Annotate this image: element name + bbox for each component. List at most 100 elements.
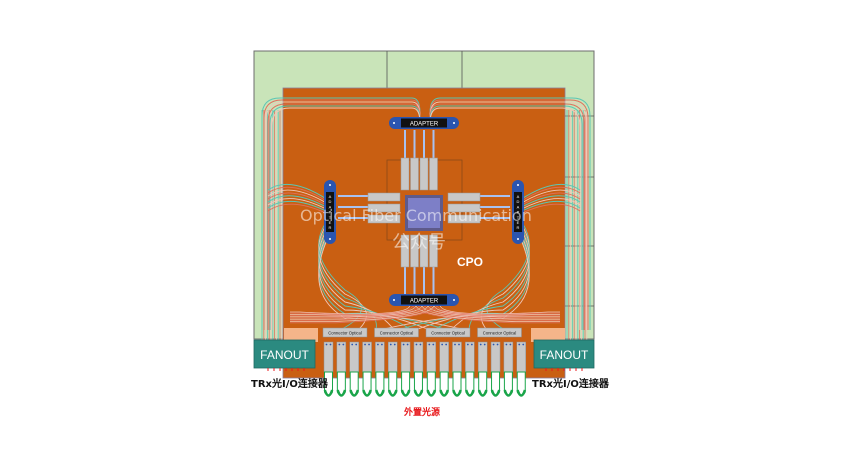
laser-module-body [413,341,424,373]
laser-indicator [428,343,431,346]
optical-engine [447,214,481,224]
fiber-route [436,304,560,315]
optical-engine [419,234,429,268]
laser-plug-tip [426,389,437,397]
laser-indicator [338,343,341,346]
laser-indicator [432,343,435,346]
laser-indicator [377,343,379,346]
laser-indicator [492,343,495,346]
fiber-route [265,101,421,330]
cpo-label: CPO [457,255,484,269]
laser-module [503,341,514,397]
laser-module [349,341,360,397]
laser-indicator [470,343,473,346]
laser-module [477,341,488,397]
connector-label: Connector Optical [431,331,465,336]
laser-indicator [389,343,392,346]
laser-indicator [509,343,512,346]
fiber-route [263,99,421,330]
optical-engine [419,157,429,191]
fanout-left: FANOUT [253,339,316,369]
fiber-lead [338,195,368,197]
laser-module [439,341,450,397]
laser-indicator [522,343,525,346]
laser-plug-tip [516,389,527,397]
fiber-route [519,195,581,209]
laser-indicator [479,343,482,346]
external-light-source-label: 外置光源 [404,408,441,418]
adapter-letter: A [329,204,332,209]
connector-optical: Connector Optical [425,327,471,338]
laser-module [452,341,462,397]
laser-module [426,341,437,397]
optical-engine [400,234,410,268]
laser-plug-tip [400,389,411,397]
laser-module-body [465,341,475,373]
optical-engine [367,192,401,202]
fiber-lead [423,265,425,295]
laser-indicator [329,343,332,346]
fiber-route [267,183,329,201]
laser-indicator [325,343,328,346]
fanout-left-label: FANOUT [260,348,309,362]
fiber-route [429,99,589,330]
laser-plug-tip [349,389,360,397]
adapter-letter: A [329,194,332,199]
laser-plug-tip [490,389,501,397]
optical-engine [367,203,401,213]
laser-indicator [445,343,448,346]
optical-engine [447,203,481,213]
laser-indicator [364,343,366,346]
laser-indicator [406,343,409,346]
connector-header [477,327,522,338]
fiber-route [290,304,414,315]
adapter-bottom: ADAPTER [389,294,459,306]
fiber-route [415,304,560,322]
fiber-route [429,101,587,330]
laser-indicator [441,343,444,346]
optical-connectors: Connector Optical Connector Optical Connec… [322,327,522,338]
laser-indicator [342,343,345,346]
laser-plug-tip [413,389,424,397]
laser-module [464,341,475,397]
fiber-lead [432,265,435,295]
fiber-route [267,203,329,215]
optical-engine [367,214,401,224]
fiber-lead [413,130,416,160]
laser-indicator [415,343,418,346]
fiber-route [261,97,421,330]
laser-module-body [503,341,514,373]
adapter-letter: T [329,215,332,220]
connector-optical: Connector Optical [477,327,522,338]
laser-module-body [323,341,334,373]
laser-module-body [336,341,347,373]
adapter-letter: R [517,225,520,230]
laser-plug-tip [375,389,385,397]
optical-engine [410,234,419,268]
laser-module-body [388,341,398,373]
laser-indicator [368,343,370,346]
fiber-route [290,304,438,324]
laser-module [490,341,501,397]
fiber-route [519,183,581,201]
fiber-lead [404,130,406,160]
connector-header [322,327,368,338]
laser-module [387,341,398,397]
fiber-lead [413,265,416,295]
fiber-lead [480,195,510,197]
fiber-route [290,304,432,321]
fiber-route [267,195,329,209]
adapter-screw [453,122,455,124]
laser-module-body [452,341,462,373]
adapter-label-plate [326,192,334,232]
adapter-label-plate [401,295,447,305]
adapter-screw [393,122,395,124]
fiber-route [519,189,581,205]
laser-module-body [477,341,488,373]
fanout-pad-left [284,328,318,342]
laser-plug-tip [336,389,347,397]
adapter-right: ADAPTER [512,180,524,244]
fiber-route [267,186,329,203]
adapter-letter: T [517,215,520,220]
connector-optical: Connector Optical [374,327,419,338]
